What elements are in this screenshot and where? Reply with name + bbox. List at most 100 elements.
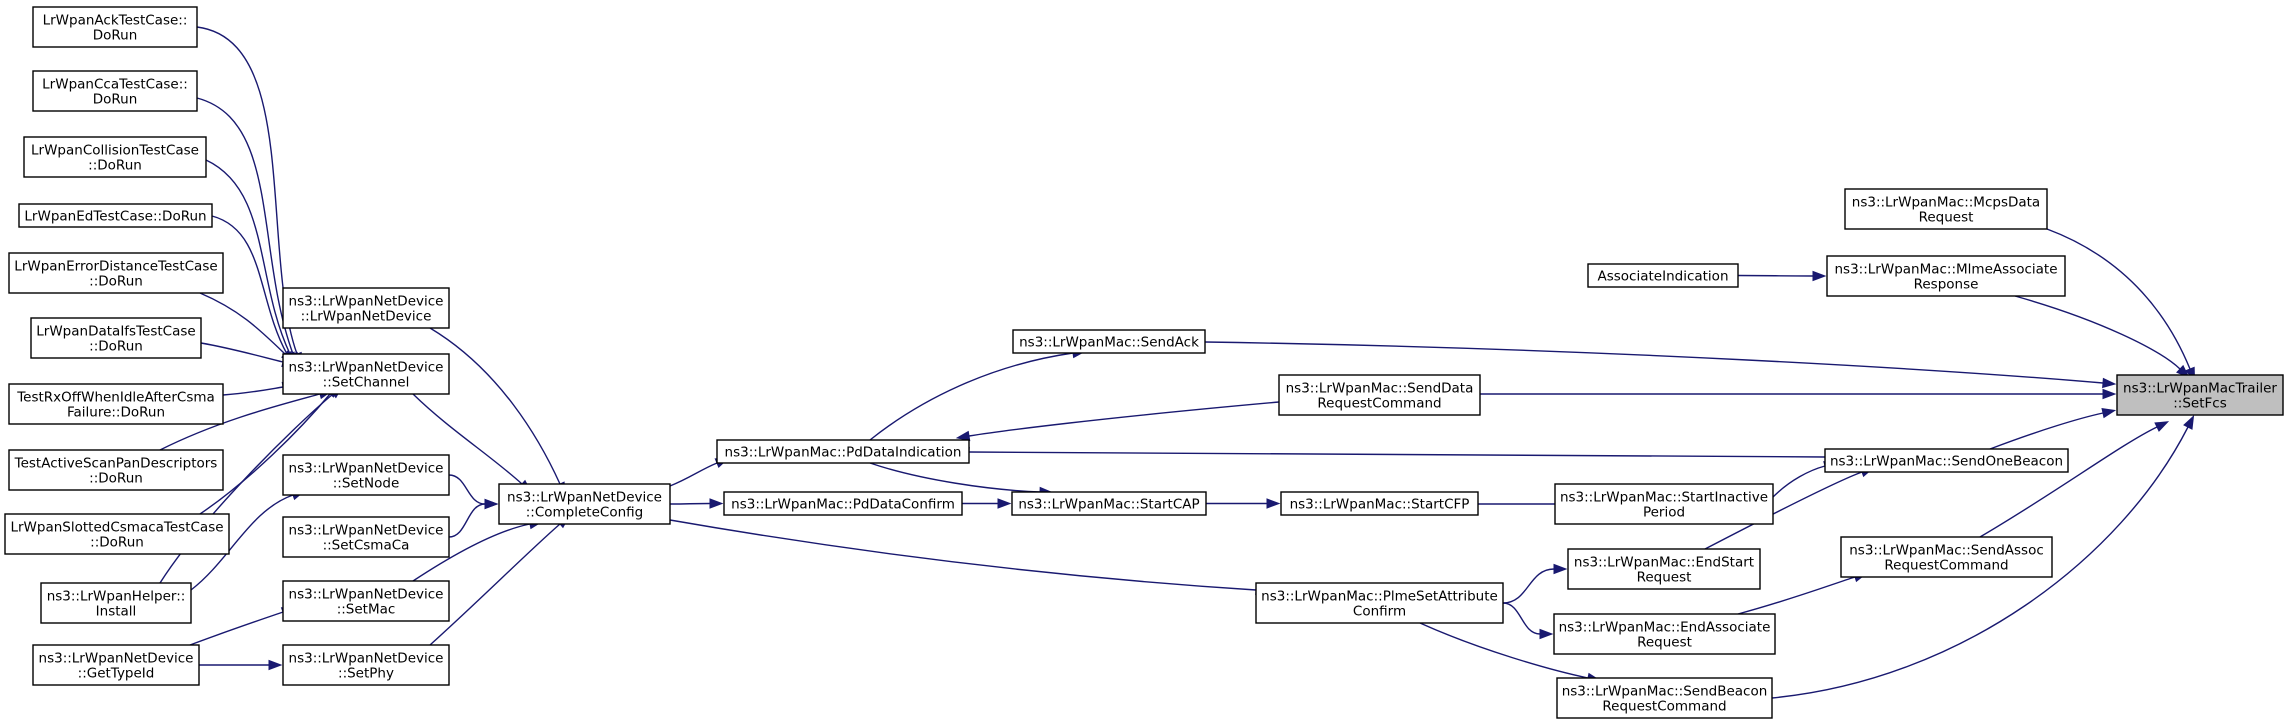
edge-line xyxy=(222,386,284,396)
edge-startcfp-to-inactive xyxy=(1478,498,1569,510)
edge-line xyxy=(1204,341,2104,384)
node-label-line: RequestCommand xyxy=(1317,396,1441,412)
node-box xyxy=(1824,448,2069,473)
arrowhead xyxy=(709,498,724,509)
edge-line xyxy=(1979,426,2158,538)
node-setchan[interactable]: ns3::LrWpanNetDevice::SetChannel xyxy=(282,353,450,395)
arrowhead xyxy=(268,659,283,671)
node-box xyxy=(282,516,450,558)
node-label-line: TestRxOffWhenIdleAfterCsma xyxy=(16,390,215,406)
node-setnode[interactable]: ns3::LrWpanNetDevice::SetNode xyxy=(282,454,450,496)
node-slot[interactable]: LrWpanSlottedCsmacaTestCase::DoRun xyxy=(4,513,230,555)
node-assocind[interactable]: AssociateIndication xyxy=(1587,263,1739,288)
node-ack[interactable]: LrWpanAckTestCase::DoRun xyxy=(32,6,198,48)
node-box xyxy=(1587,263,1739,288)
node-label-line: ::SetPhy xyxy=(338,666,394,682)
node-helper[interactable]: ns3::LrWpanHelper::Install xyxy=(40,582,192,624)
node-label-line: LrWpanSlottedCsmacaTestCase xyxy=(10,520,223,536)
node-box xyxy=(1280,491,1479,516)
node-box xyxy=(1255,582,1504,624)
edge-line xyxy=(205,159,291,355)
node-onebeacon[interactable]: ns3::LrWpanMac::SendOneBeacon xyxy=(1824,448,2069,473)
node-ctor[interactable]: ns3::LrWpanNetDevice::LrWpanNetDevice xyxy=(282,287,450,329)
node-complete[interactable]: ns3::LrWpanNetDevice::CompleteConfig xyxy=(498,483,671,525)
node-setfcs[interactable]: ns3::LrWpanMacTrailer::SetFcs xyxy=(2116,374,2284,416)
node-setcsma[interactable]: ns3::LrWpanNetDevice::SetCsmaCa xyxy=(282,516,450,558)
node-label-line: ::DoRun xyxy=(90,535,144,551)
edge-line xyxy=(200,342,284,363)
node-box xyxy=(282,644,450,686)
node-label-line: LrWpanCollisionTestCase xyxy=(31,143,199,159)
node-startcap[interactable]: ns3::LrWpanMac::StartCAP xyxy=(1011,491,1207,516)
arrowhead xyxy=(2102,377,2117,389)
node-setphy[interactable]: ns3::LrWpanNetDevice::SetPhy xyxy=(282,644,450,686)
node-label-line: ns3::LrWpanMac::SendOneBeacon xyxy=(1830,454,2063,470)
node-label-line: ns3::LrWpanMac::SendData xyxy=(1286,381,1474,397)
node-label-line: ::DoRun xyxy=(89,339,143,355)
node-box xyxy=(30,317,202,359)
edge-cca-to-setchan xyxy=(196,97,298,367)
edge-line xyxy=(1737,576,1856,615)
node-errd[interactable]: LrWpanErrorDistanceTestCase::DoRun xyxy=(8,252,224,294)
arrowhead xyxy=(2154,421,2170,432)
node-box xyxy=(8,383,224,425)
node-pddc[interactable]: ns3::LrWpanMac::PdDataConfirm xyxy=(723,491,963,516)
node-label-line: AssociateIndication xyxy=(1597,269,1728,285)
edge-line xyxy=(2014,295,2181,370)
node-label-line: Request xyxy=(1637,635,1692,651)
node-ifs[interactable]: LrWpanDataIfsTestCase::DoRun xyxy=(30,317,202,359)
node-label-line: TestActiveScanPanDescriptors xyxy=(14,456,218,472)
node-label-line: Period xyxy=(1643,505,1685,521)
node-col[interactable]: LrWpanCollisionTestCase::DoRun xyxy=(23,136,207,178)
node-label-line: ::SetNode xyxy=(333,476,400,492)
arrowhead xyxy=(1266,498,1281,509)
node-label-line: ::SetFcs xyxy=(2173,396,2227,412)
arrowhead xyxy=(2101,408,2117,419)
edge-assocind-to-mlme xyxy=(1737,270,1827,282)
arrowhead xyxy=(484,498,499,510)
node-label-line: ns3::LrWpanNetDevice xyxy=(289,523,444,539)
node-label-line: ns3::LrWpanMac::StartCFP xyxy=(1290,497,1470,513)
node-label-line: ns3::LrWpanMac::StartCAP xyxy=(1018,497,1199,513)
edge-line xyxy=(968,401,1280,437)
edge-line xyxy=(1502,568,1555,604)
node-box xyxy=(1012,329,1206,354)
edge-pddi-to-sendack xyxy=(869,347,1087,441)
node-cca[interactable]: LrWpanCcaTestCase::DoRun xyxy=(32,70,198,112)
node-sendack[interactable]: ns3::LrWpanMac::SendAck xyxy=(1012,329,1206,354)
node-box xyxy=(716,439,970,464)
node-setmac[interactable]: ns3::LrWpanNetDevice::SetMac xyxy=(282,580,450,622)
node-box xyxy=(1554,483,1774,525)
node-label-line: ::CompleteConfig xyxy=(526,505,643,521)
node-pddi[interactable]: ns3::LrWpanMac::PdDataIndication xyxy=(716,439,970,464)
node-label-line: ns3::LrWpanMacTrailer xyxy=(2123,381,2277,397)
node-box xyxy=(32,70,198,112)
node-ed[interactable]: LrWpanEdTestCase::DoRun xyxy=(18,203,213,228)
node-typeid[interactable]: ns3::LrWpanNetDevice::GetTypeId xyxy=(32,644,200,686)
node-label-line: ns3::LrWpanMac::SendBeacon xyxy=(1562,684,1768,700)
arrowhead xyxy=(2102,388,2117,400)
node-startcfp[interactable]: ns3::LrWpanMac::StartCFP xyxy=(1280,491,1479,516)
node-label-line: Response xyxy=(1914,277,1979,293)
edge-typeid-to-setphy xyxy=(199,659,283,671)
node-label-line: ns3::LrWpanMac::PdDataConfirm xyxy=(731,497,955,513)
edge-line xyxy=(1771,426,2189,699)
node-label-line: RequestCommand xyxy=(1884,558,2008,574)
node-scan[interactable]: TestActiveScanPanDescriptors::DoRun xyxy=(8,449,224,491)
node-box xyxy=(282,287,450,329)
edge-sarc-to-setfcs xyxy=(1979,421,2170,538)
node-label-line: ns3::LrWpanMac::SendAssoc xyxy=(1849,543,2044,559)
node-label-line: ::DoRun xyxy=(89,471,143,487)
node-label-line: ns3::LrWpanMac::EndStart xyxy=(1574,555,1754,571)
edge-line xyxy=(448,503,486,538)
